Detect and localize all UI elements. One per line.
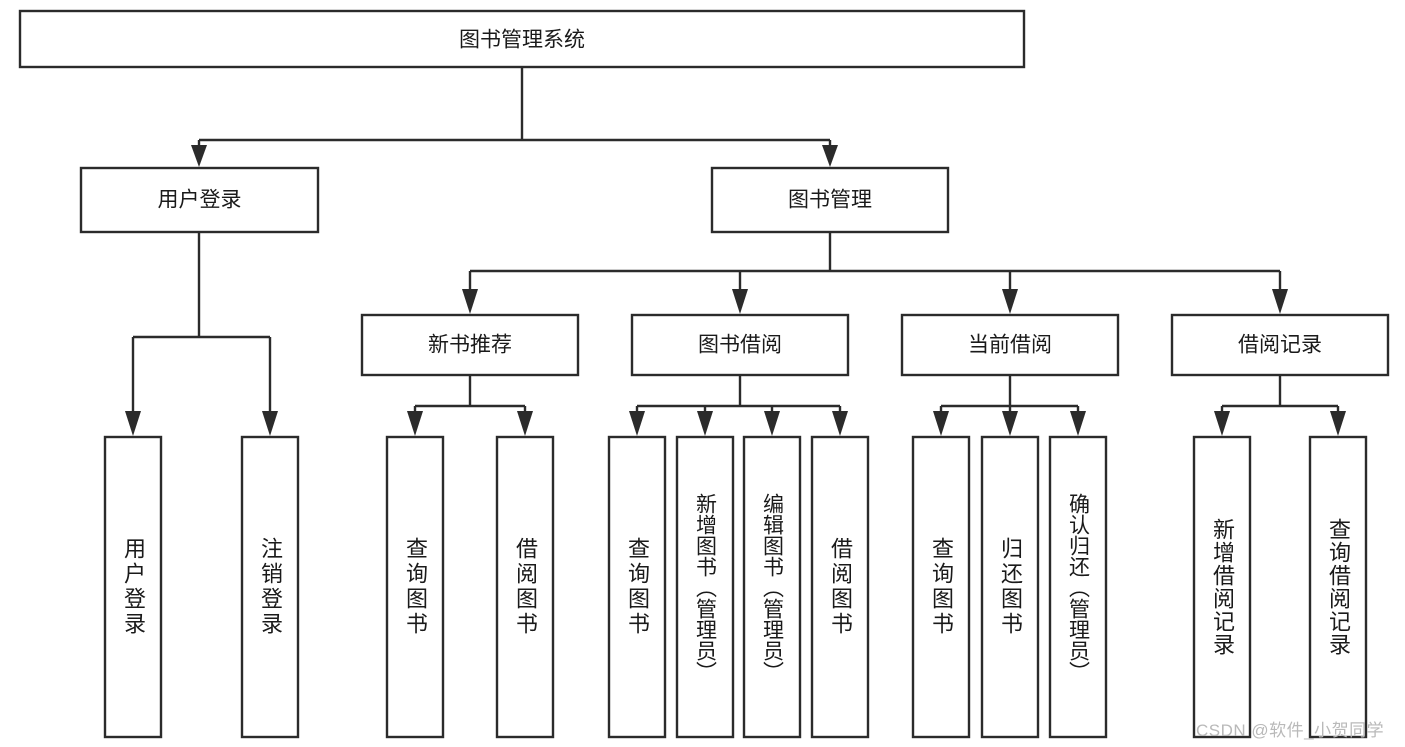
leaf-box-book-borrow-2[interactable] <box>675 435 735 739</box>
arrow-book-borrow-leaf-2 <box>697 411 713 436</box>
node-root-system-label: 图书管理系统 <box>459 29 585 52</box>
leaf-box-user-login-2[interactable] <box>240 435 300 739</box>
leaf-box-book-borrow-1[interactable] <box>607 435 667 739</box>
arrow-borrow-record-leaf-2 <box>1330 411 1346 436</box>
node-current-borrow-box[interactable] <box>900 313 1120 377</box>
arrow-current-borrow-leaf-1 <box>933 411 949 436</box>
connector-group-current-borrow <box>933 375 1086 436</box>
leaf-box-current-borrow-1[interactable] <box>911 435 971 739</box>
node-new-book-recommend[interactable]: 新书推荐 <box>360 313 580 377</box>
arrow-root-to-book-manage <box>822 145 838 167</box>
node-borrow-record-box[interactable] <box>1170 313 1390 377</box>
connector-group-new-book <box>407 375 533 436</box>
arrow-user-login-leaf-2 <box>262 411 278 436</box>
node-user-login[interactable]: 用户登录 <box>79 166 320 234</box>
node-book-manage-label: 图书管理 <box>788 189 872 212</box>
leaf-box-borrow-record-2[interactable] <box>1308 435 1368 739</box>
arrow-book-manage-to-current-borrow <box>1002 289 1018 314</box>
leaf-box-book-borrow-3[interactable] <box>742 435 802 739</box>
arrow-borrow-record-leaf-1 <box>1214 411 1230 436</box>
node-borrow-record-label: 借阅记录 <box>1238 334 1322 357</box>
leaf-box-new-book-1[interactable] <box>385 435 445 739</box>
node-new-book-recommend-label: 新书推荐 <box>428 334 512 357</box>
node-new-book-recommend-box[interactable] <box>360 313 580 377</box>
connector-group-user-login <box>125 232 278 436</box>
arrow-root-to-user-login <box>191 145 207 167</box>
arrow-new-book-leaf-1 <box>407 411 423 436</box>
node-book-manage-box[interactable] <box>710 166 950 234</box>
node-current-borrow[interactable]: 当前借阅 <box>900 313 1120 377</box>
arrow-book-manage-to-book-borrow <box>732 289 748 314</box>
arrow-book-borrow-leaf-3 <box>764 411 780 436</box>
node-user-login-box[interactable] <box>79 166 320 234</box>
node-root-system-box[interactable] <box>18 9 1026 69</box>
arrow-book-manage-to-new-book <box>462 289 478 314</box>
arrow-book-manage-to-borrow-record <box>1272 289 1288 314</box>
connector-group-borrow-record <box>1214 375 1346 436</box>
arrow-user-login-leaf-1 <box>125 411 141 436</box>
arrow-book-borrow-leaf-1 <box>629 411 645 436</box>
connector-group-book-manage <box>462 232 1288 314</box>
leaf-box-user-login-1[interactable] <box>103 435 163 739</box>
node-root-system[interactable]: 图书管理系统 <box>18 9 1026 69</box>
connector-group-book-borrow <box>629 375 848 436</box>
connector-group-root <box>191 67 838 167</box>
node-user-login-label: 用户登录 <box>158 189 242 212</box>
arrow-current-borrow-leaf-2 <box>1002 411 1018 436</box>
leaf-box-book-borrow-4[interactable] <box>810 435 870 739</box>
leaf-box-current-borrow-3[interactable] <box>1048 435 1108 739</box>
node-book-manage[interactable]: 图书管理 <box>710 166 950 234</box>
node-current-borrow-label: 当前借阅 <box>968 334 1052 357</box>
node-book-borrow[interactable]: 图书借阅 <box>630 313 850 377</box>
leaf-box-new-book-2[interactable] <box>495 435 555 739</box>
arrow-current-borrow-leaf-3 <box>1070 411 1086 436</box>
node-book-borrow-box[interactable] <box>630 313 850 377</box>
csdn-watermark: CSDN @软件_小贺同学 <box>1196 721 1385 740</box>
node-book-borrow-label: 图书借阅 <box>698 334 782 357</box>
leaf-box-current-borrow-2[interactable] <box>980 435 1040 739</box>
leaf-box-borrow-record-1[interactable] <box>1192 435 1252 739</box>
arrow-book-borrow-leaf-4 <box>832 411 848 436</box>
arrow-new-book-leaf-2 <box>517 411 533 436</box>
node-borrow-record[interactable]: 借阅记录 <box>1170 313 1390 377</box>
